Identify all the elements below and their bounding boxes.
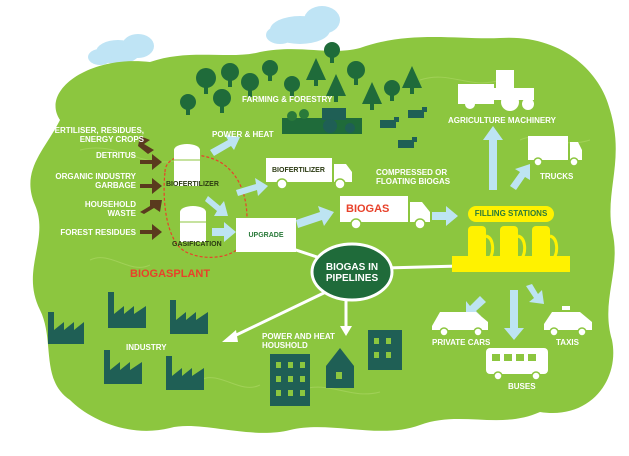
power-heat-household-label: POWER AND HEAT HOUSHOLD	[262, 332, 335, 350]
private-car	[432, 312, 488, 337]
pipelines-node	[310, 242, 394, 302]
biogas-truck	[340, 196, 430, 230]
taxis-label: TAXIS	[556, 338, 579, 347]
upgrade-box	[236, 218, 296, 252]
industry-label: INDUSTRY	[126, 343, 167, 352]
input-detritus: DETRITUS	[96, 151, 136, 160]
input-arrows	[138, 136, 162, 240]
buses-label: BUSES	[508, 382, 536, 391]
biogas-truck-label: BIOGAS	[346, 203, 390, 215]
agri-machinery-label: AGRICULTURE MACHINERY	[448, 116, 556, 125]
trucks-label: TRUCKS	[540, 172, 574, 181]
upgrade-label: UPGRADE	[248, 232, 284, 239]
filling-stations-label: FILLING STATIONS	[474, 209, 548, 218]
taxi	[544, 306, 592, 337]
plant-biofertilizer-label: BIOFERTILIZER	[166, 181, 219, 188]
agri-tractor	[458, 70, 534, 111]
biofertilizer-truck	[266, 158, 352, 190]
bus-windows	[492, 354, 536, 361]
pipeline-arrowheads	[222, 326, 352, 342]
farming-label: FARMING & FORESTRY	[242, 95, 333, 104]
power-heat-label: POWER & HEAT	[212, 130, 274, 139]
delivery-truck	[528, 136, 582, 167]
biofertilizer-silo	[174, 144, 200, 186]
input-energy-crops: FERTILISER, RESIDUES, ENERGY CROPS	[49, 126, 144, 144]
pipelines-label: BIOGAS IN PIPELINES	[325, 262, 379, 284]
plant-title: BIOGASPLANT	[130, 268, 211, 280]
flow-arrows	[205, 126, 544, 340]
forest	[180, 42, 422, 115]
input-forest-residues: FOREST RESIDUES	[60, 228, 136, 237]
plant-gasification-label: GASIFICATION	[172, 241, 222, 248]
tractor-field	[282, 108, 362, 134]
gasification-silo	[180, 206, 206, 242]
input-organic-garbage: ORGANIC INDUSTRY GARBAGE	[55, 172, 136, 190]
house-windows	[276, 338, 391, 396]
private-cars-label: PRIVATE CARS	[432, 338, 491, 347]
cloud-right	[266, 6, 340, 44]
cows	[380, 107, 427, 148]
filling-station	[452, 206, 570, 272]
input-household-waste: HOUSEHOLD WASTE	[84, 200, 136, 218]
biofertilizer-truck-label: BIOFERTILIZER	[272, 167, 325, 174]
factories	[48, 292, 208, 390]
cloud-left	[88, 34, 154, 65]
compressed-biogas-label: COMPRESSED OR FLOATING BIOGAS	[376, 168, 451, 186]
filling-station-hoses	[485, 234, 559, 259]
